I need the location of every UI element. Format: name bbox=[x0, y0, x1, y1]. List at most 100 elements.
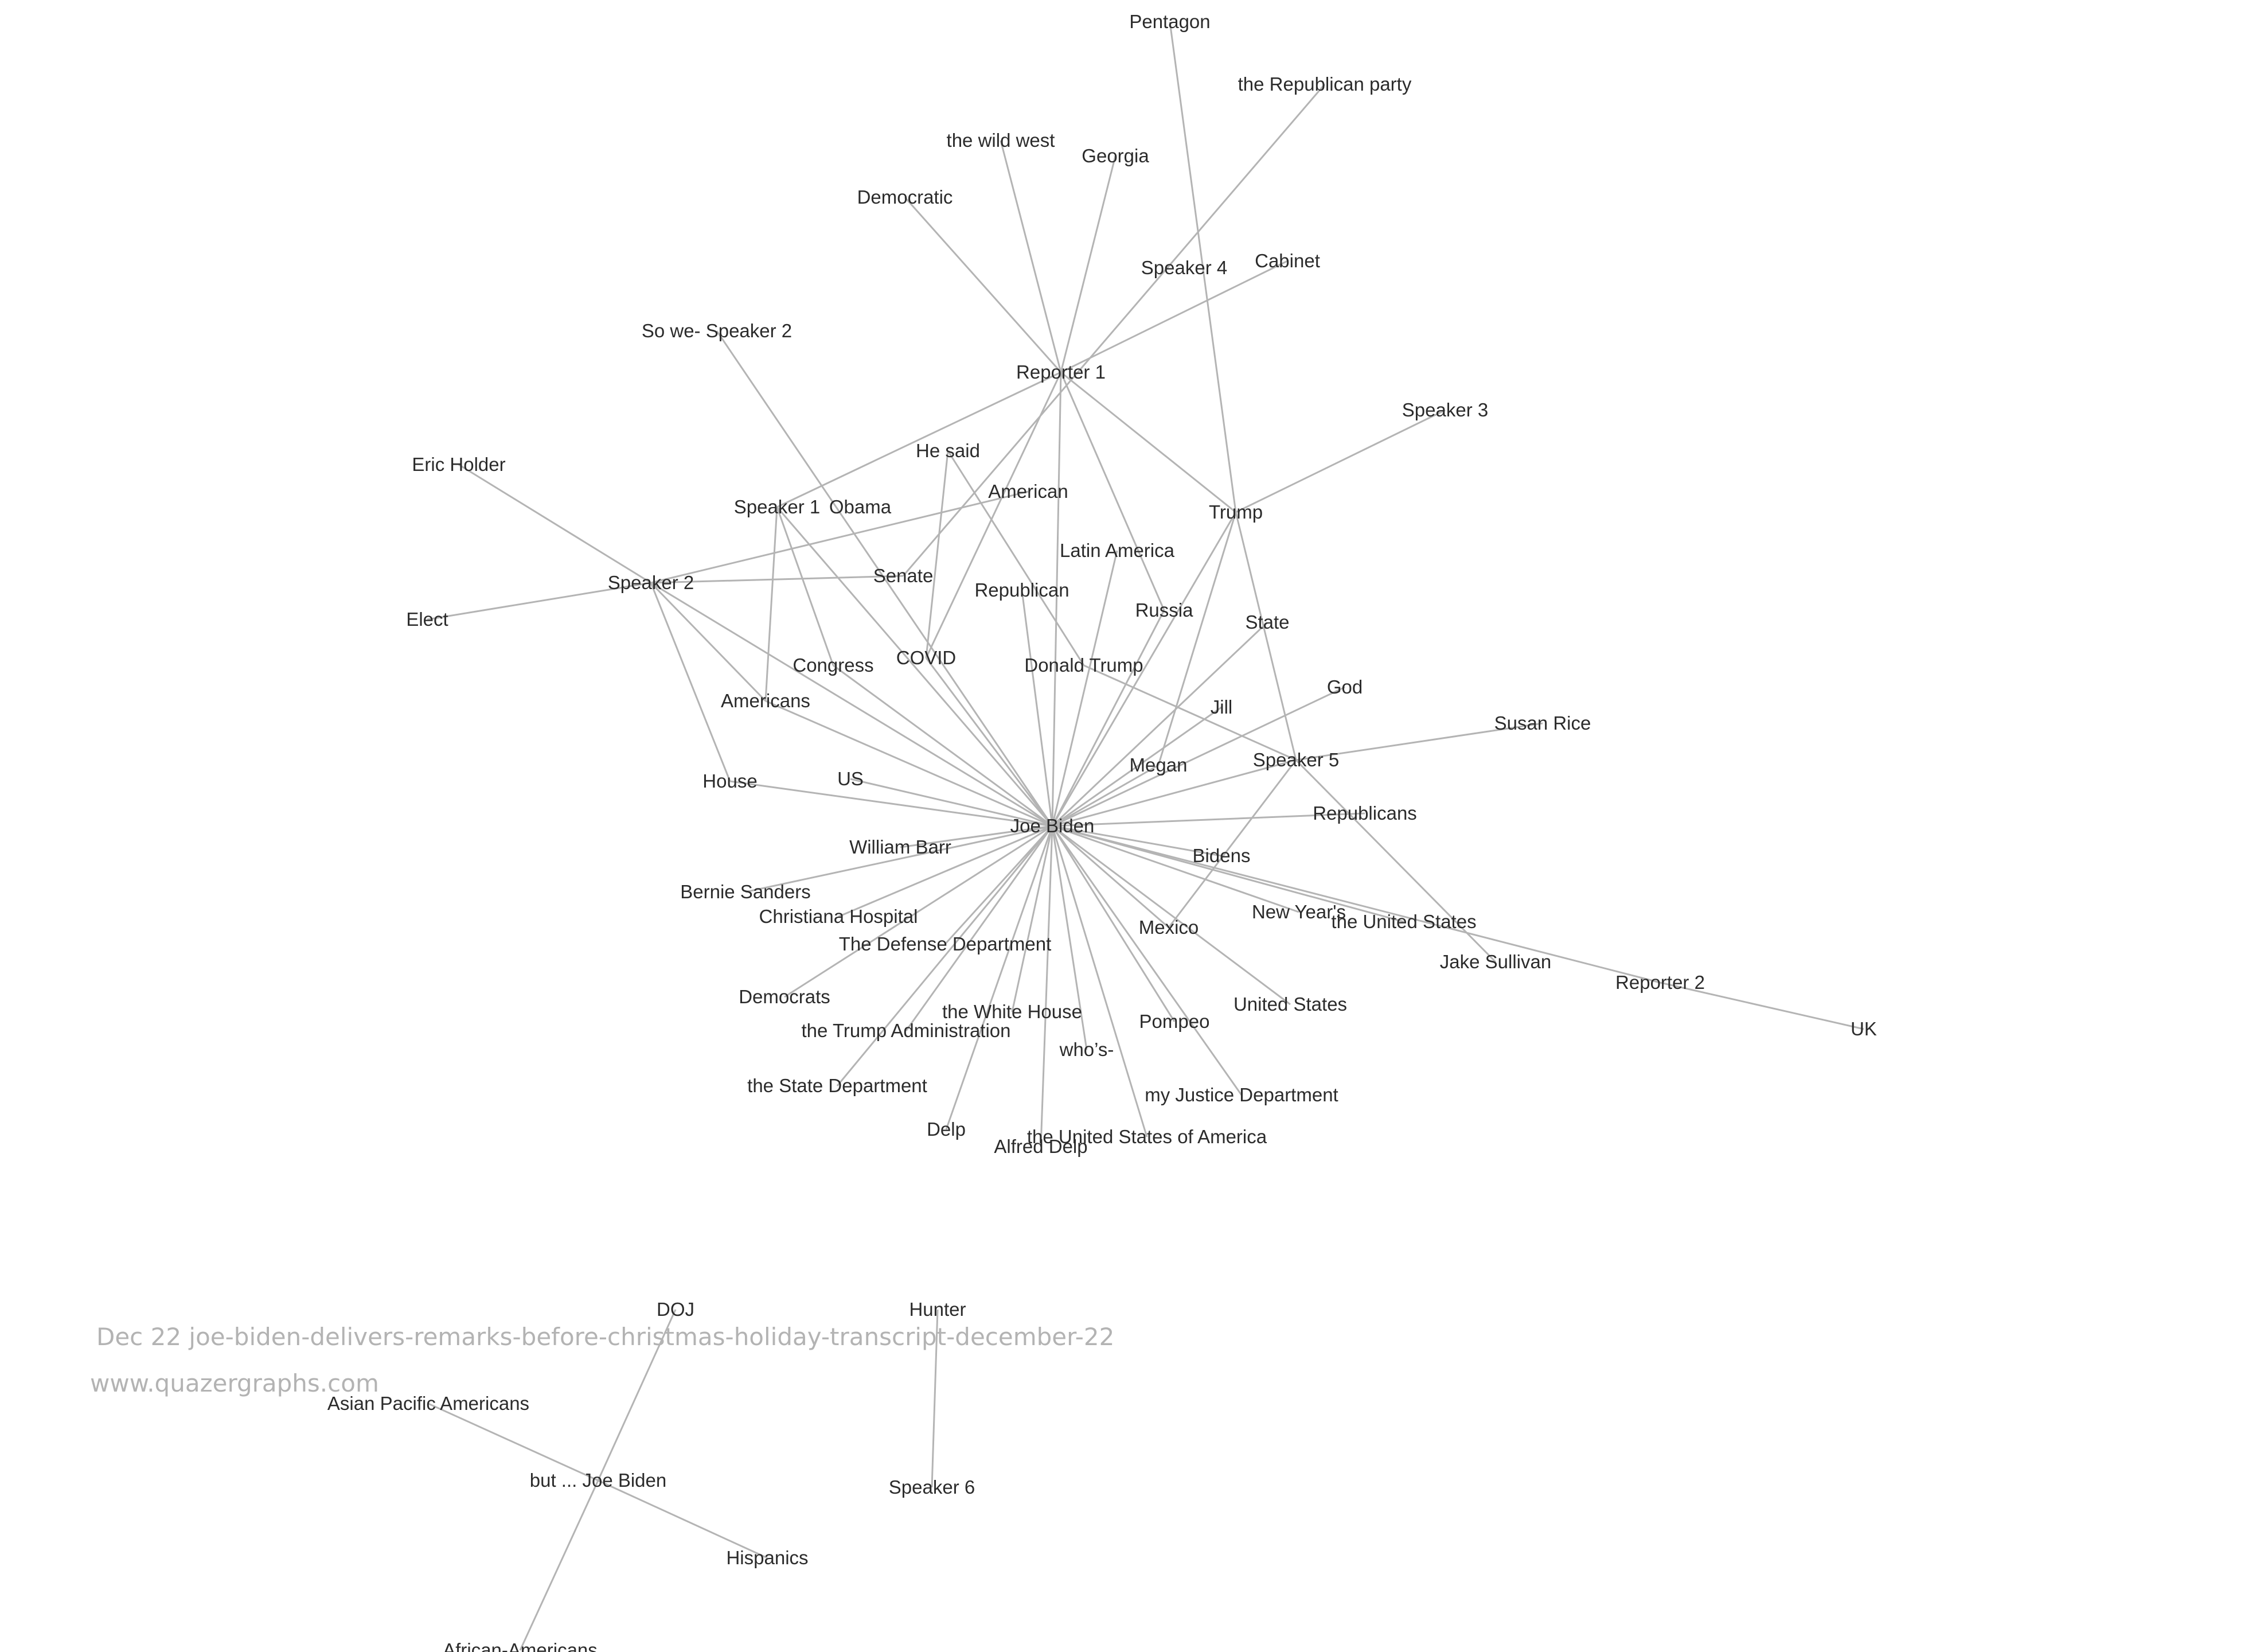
node-united-states: United States bbox=[1233, 993, 1347, 1015]
edge-speaker-2-to-american bbox=[650, 490, 1029, 584]
node-my-justice-department: my Justice Department bbox=[1145, 1084, 1338, 1105]
node-state: State bbox=[1245, 611, 1289, 633]
node-speaker-4: Speaker 4 bbox=[1141, 257, 1227, 278]
edge-joe-biden-to-covid bbox=[925, 657, 1053, 827]
node-pompeo: Pompeo bbox=[1139, 1011, 1210, 1032]
edge-joe-biden-to-speaker-1 bbox=[776, 506, 1053, 827]
node-pentagon: Pentagon bbox=[1129, 11, 1210, 32]
node-latin-america: Latin America bbox=[1060, 540, 1175, 561]
edge-joe-biden-to-the-united-states-of-america bbox=[1051, 825, 1148, 1137]
edge-speaker-2-to-eric-holder bbox=[458, 463, 651, 584]
node-megan: Megan bbox=[1130, 754, 1188, 776]
edge-joe-biden-to-jill bbox=[1052, 706, 1222, 827]
edge-joe-biden-to-the-state-department bbox=[836, 825, 1053, 1086]
graph-title-caption: Dec 22 joe-biden-delivers-remarks-before… bbox=[96, 1323, 1115, 1351]
edge-joe-biden-to-speaker-2 bbox=[650, 582, 1053, 827]
node-trump: Trump bbox=[1209, 501, 1263, 523]
edge-joe-biden-to-new-years bbox=[1052, 825, 1299, 913]
node-delp: Delp bbox=[927, 1119, 966, 1140]
edge-trump-to-speaker-3 bbox=[1235, 409, 1446, 513]
node-african-americans: African-Americans bbox=[443, 1639, 598, 1652]
edge-senate-to-the-republican-party bbox=[902, 84, 1326, 576]
edge-speaker-2-to-house bbox=[650, 582, 731, 782]
node-reporter-2: Reporter 2 bbox=[1615, 972, 1705, 993]
node-hunter: Hunter bbox=[909, 1299, 966, 1320]
edge-joe-biden-to-alfred-delp bbox=[1040, 825, 1053, 1147]
node-georgia: Georgia bbox=[1082, 145, 1149, 166]
node-bernie-sanders: Bernie Sanders bbox=[680, 881, 810, 902]
edge-joe-biden-to-republicans bbox=[1052, 812, 1365, 827]
node-so-we-speaker-2: So we- Speaker 2 bbox=[642, 320, 792, 341]
edge-joe-biden-to-bidens bbox=[1052, 825, 1222, 857]
node-donald-trump: Donald Trump bbox=[1024, 654, 1143, 676]
node-democrats: Democrats bbox=[739, 986, 830, 1007]
node-the-state-department: the State Department bbox=[747, 1075, 927, 1096]
node-the-wild-west: the wild west bbox=[947, 130, 1055, 151]
edge-reporter-1-to-covid bbox=[925, 372, 1062, 659]
node-covid: COVID bbox=[896, 647, 957, 668]
edge-joe-biden-to-reporter-1 bbox=[1051, 372, 1062, 827]
node-speaker-6: Speaker 6 bbox=[889, 1476, 975, 1498]
node-doj: DOJ bbox=[657, 1299, 694, 1320]
edge-joe-biden-to-reporter-2 bbox=[1052, 825, 1661, 984]
node-republicans: Republicans bbox=[1313, 802, 1417, 824]
node-speaker-1: Speaker 1 bbox=[734, 496, 820, 517]
node-the-united-states-of-america: the United States of America bbox=[1027, 1126, 1267, 1147]
edge-trump-to-pentagon bbox=[1169, 21, 1237, 513]
edge-joe-biden-to-whos bbox=[1051, 825, 1088, 1050]
edge-joe-biden-to-christiana-hospital bbox=[838, 825, 1053, 918]
edge-joe-biden-to-russia bbox=[1051, 610, 1165, 827]
node-senate: Senate bbox=[873, 565, 934, 586]
node-americans: Americans bbox=[721, 690, 810, 711]
edge-but-joe-biden-to-hispanics bbox=[598, 1479, 768, 1559]
edge-trump-to-speaker-5 bbox=[1235, 512, 1297, 761]
edge-joe-biden-to-william-barr bbox=[900, 825, 1053, 848]
edge-but-joe-biden-to-doj bbox=[597, 1309, 677, 1481]
site-watermark: www.quazergraphs.com bbox=[90, 1369, 379, 1397]
edge-joe-biden-to-trump bbox=[1051, 512, 1237, 827]
node-speaker-3: Speaker 3 bbox=[1402, 399, 1488, 420]
node-reporter-1: Reporter 1 bbox=[1016, 361, 1106, 383]
node-alfred-delp: Alfred Delp bbox=[994, 1136, 1087, 1157]
node-jill: Jill bbox=[1211, 696, 1233, 718]
node-whos: who’s- bbox=[1059, 1039, 1114, 1060]
edge-reporter-2-to-uk bbox=[1660, 981, 1864, 1030]
node-house: House bbox=[702, 770, 757, 792]
edge-joe-biden-to-my-justice-department bbox=[1051, 825, 1243, 1096]
edge-speaker-1-to-americans bbox=[764, 506, 778, 702]
edge-joe-biden-to-speaker-5 bbox=[1052, 759, 1297, 827]
node-speaker-2: Speaker 2 bbox=[608, 572, 694, 593]
edge-reporter-1-to-speaker-1 bbox=[776, 371, 1061, 508]
node-cabinet: Cabinet bbox=[1255, 250, 1320, 271]
node-god: God bbox=[1327, 676, 1363, 698]
edge-reporter-1-to-trump bbox=[1060, 371, 1236, 513]
node-obama: Obama bbox=[829, 496, 892, 517]
node-elect: Elect bbox=[406, 609, 448, 630]
edge-speaker-5-to-jake-sullivan bbox=[1295, 759, 1497, 963]
edge-joe-biden-to-united-states bbox=[1052, 825, 1291, 1006]
edge-trump-to-megan bbox=[1157, 512, 1237, 766]
node-william-barr: William Barr bbox=[849, 836, 951, 858]
edge-joe-biden-to-so-we-speaker-2 bbox=[716, 330, 1053, 827]
edge-but-joe-biden-to-asian-pacific-americans bbox=[428, 1402, 599, 1482]
edge-speaker-5-to-susan-rice bbox=[1295, 722, 1543, 761]
node-american: American bbox=[988, 481, 1068, 502]
edge-but-joe-biden-to-african-americans bbox=[519, 1480, 599, 1651]
node-christiana-hospital: Christiana Hospital bbox=[759, 906, 918, 927]
edge-speaker-2-to-elect bbox=[427, 582, 651, 621]
node-russia: Russia bbox=[1135, 599, 1194, 621]
node-us: US bbox=[837, 768, 864, 789]
edge-reporter-1-to-georgia bbox=[1060, 155, 1117, 373]
edge-speaker-2-to-senate bbox=[650, 575, 904, 584]
node-mexico: Mexico bbox=[1139, 917, 1199, 938]
node-jake-sullivan: Jake Sullivan bbox=[1440, 951, 1551, 972]
edge-speaker-5-to-mexico bbox=[1168, 759, 1297, 928]
node-republican: Republican bbox=[974, 579, 1069, 601]
edge-joe-biden-to-state bbox=[1051, 621, 1268, 827]
node-he-said: He said bbox=[916, 440, 980, 461]
edge-layer bbox=[427, 21, 1864, 1651]
node-susan-rice: Susan Rice bbox=[1494, 712, 1591, 734]
edge-joe-biden-to-latin-america bbox=[1051, 550, 1118, 827]
